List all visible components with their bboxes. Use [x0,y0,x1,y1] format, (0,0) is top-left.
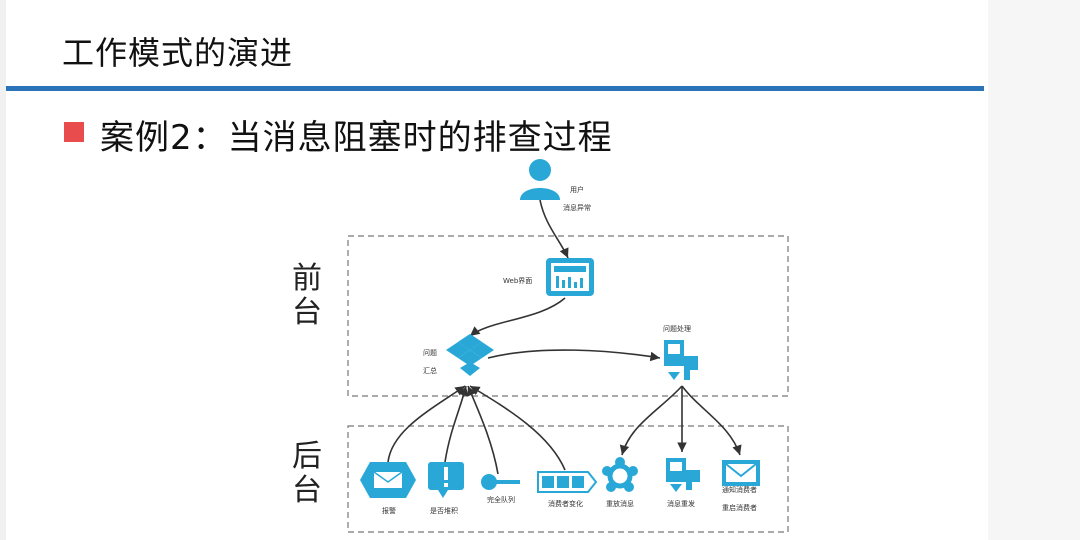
user-label: 用户 [570,185,584,194]
web-label: Web界面 [503,277,532,285]
mail-icon [722,460,760,486]
arrow-handle-to-notify [681,385,742,456]
alert-label: 报警 [382,506,396,515]
queue-arrow-icon [537,471,598,493]
page-subtitle: 案例2：当消息阻塞时的排查过程 [100,118,613,158]
bullet-square-icon [64,122,84,142]
resend-message-label: 消息重发 [667,499,695,508]
front-zone-label: 前台 [292,261,322,330]
resend-icon [666,458,700,492]
user-sub-label: 消息异常 [563,203,591,212]
title-rule [6,86,984,91]
web-dashboard-icon [546,258,594,296]
message-hexagon-icon [360,462,416,498]
front-zone-box [347,235,789,397]
slide-right-edge [988,0,1080,540]
handle-label: 问题处理 [663,324,691,333]
arrow-alert-to-aggregate [387,385,466,463]
dropbox-icon [446,334,494,376]
check-stack-label: 是否堆积 [430,506,458,515]
network-icon [602,457,638,492]
reset-message-label: 重放消息 [606,499,634,508]
back-zone-label: 后台 [292,439,322,508]
arrow-web-to-aggregate [469,297,566,337]
aggregate-sub-label: 汇总 [423,366,437,375]
consumer-change-label: 消费者变化 [548,499,583,508]
arrow-consumer-to-aggregate [469,385,566,471]
warning-icon [428,462,464,498]
full-queue-label: 完全队列 [487,495,515,504]
connectors [387,199,742,475]
aggregate-label: 问题 [423,349,437,357]
handler-icon [664,340,698,380]
arrow-handle-to-reset [619,385,683,456]
key-icon [481,474,520,490]
arrow-check-to-aggregate [444,385,469,463]
user-icon [520,159,560,200]
arrow-aggregate-to-handle [487,349,661,362]
back-zone-box [347,425,789,533]
notify-sub-label: 重启消费者 [722,503,757,512]
page-title: 工作模式的演进 [62,34,294,72]
notify-label: 通知消费者 [722,485,757,494]
slide-left-edge [0,0,6,540]
arrow-queue-to-aggregate [467,385,499,475]
arrow-user-to-web [539,199,569,259]
